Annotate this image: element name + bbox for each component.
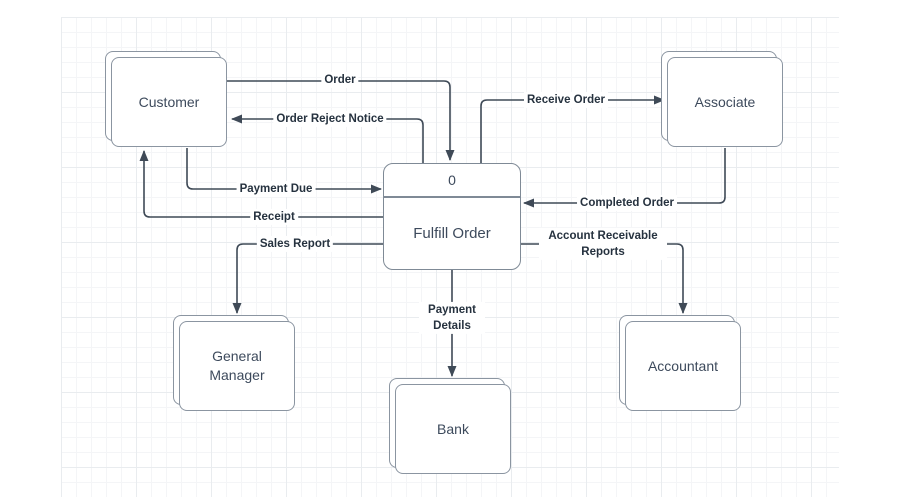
process-label: Fulfill Order	[413, 225, 491, 242]
process-number: 0	[384, 164, 520, 198]
flow-payment-due-connector[interactable]	[186, 148, 382, 194]
flow-label-account-receivable-reports[interactable]: Account Receivable Reports	[539, 227, 667, 261]
flow-label-completed-order[interactable]: Completed Order	[577, 194, 677, 212]
entity-bank-label: Bank	[437, 420, 469, 437]
entity-stack-front: General Manager	[179, 321, 295, 411]
entity-customer-label: Customer	[138, 93, 200, 110]
entity-stack-front: Bank	[395, 384, 511, 474]
flow-label-payment-details[interactable]: Payment Details	[419, 301, 485, 335]
flow-label-receive-order[interactable]: Receive Order	[524, 91, 608, 109]
entity-general-manager-label: General Manager	[209, 348, 265, 383]
entity-stack-front: Associate	[667, 57, 783, 147]
entity-stack-front: Customer	[111, 57, 227, 147]
flow-receipt-connector[interactable]	[139, 150, 383, 218]
process-fulfill-order[interactable]: 0 Fulfill Order	[383, 163, 521, 270]
entity-associate-label: Associate	[694, 93, 756, 110]
flow-sales-report-connector[interactable]	[232, 243, 383, 314]
flow-label-order[interactable]: Order	[321, 71, 359, 89]
flow-completed-order-connector[interactable]	[523, 148, 726, 208]
flow-account-receivable-reports-connector[interactable]	[521, 243, 688, 314]
flow-label-payment-due[interactable]: Payment Due	[236, 180, 316, 198]
flow-label-order-reject-notice[interactable]: Order Reject Notice	[273, 110, 387, 128]
entity-accountant-label: Accountant	[647, 357, 719, 374]
flow-order-reject-notice-connector[interactable]	[231, 114, 424, 163]
flow-label-sales-report[interactable]: Sales Report	[256, 235, 334, 253]
flow-order-connector[interactable]	[227, 80, 455, 161]
entity-stack-front: Accountant	[625, 321, 741, 411]
flow-label-receipt[interactable]: Receipt	[250, 208, 298, 226]
flow-receive-order-connector[interactable]	[480, 95, 665, 163]
